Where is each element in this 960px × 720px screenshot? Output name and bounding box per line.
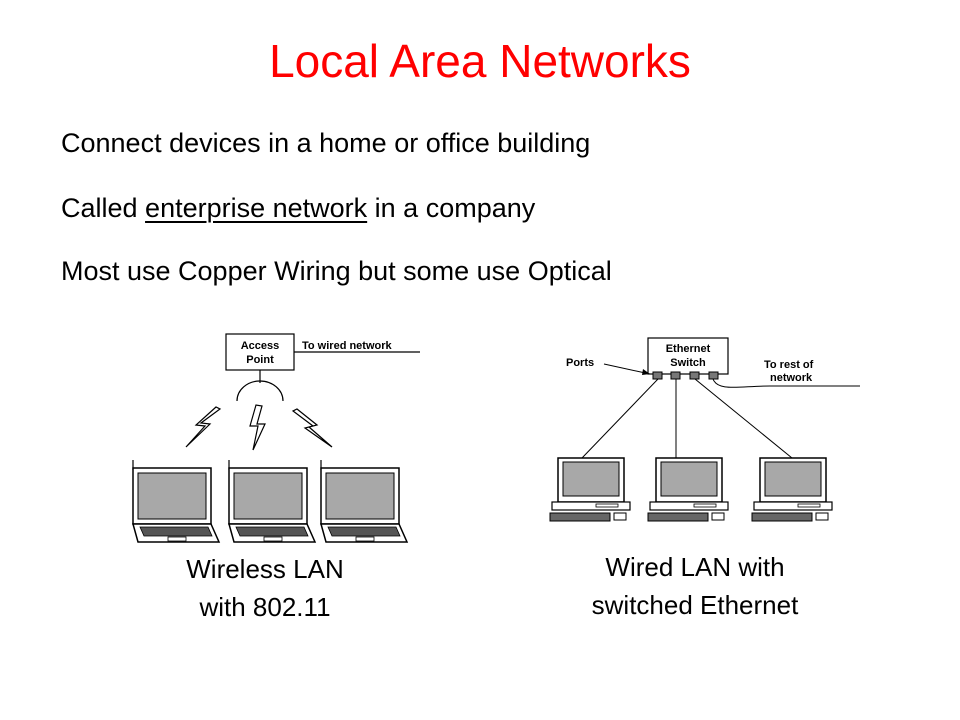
access-point-label-line2: Point xyxy=(246,354,274,366)
rest-of-network-label-line2: network xyxy=(770,372,813,384)
wired-caption-line2: switched Ethernet xyxy=(591,590,799,620)
ports-arrowhead xyxy=(642,369,650,375)
ethernet-switch-label-line2: Switch xyxy=(670,357,706,369)
switch-port xyxy=(689,371,700,380)
switch-port xyxy=(652,371,663,380)
ethernet-switch-label-line1: Ethernet xyxy=(666,343,711,355)
ethernet-cable xyxy=(694,378,793,459)
wireless-caption-line1: Wireless LAN xyxy=(186,554,344,584)
bullet-text-prefix: Called xyxy=(61,193,146,223)
wireless-lan-caption: Wireless LAN with 802.11 xyxy=(125,550,405,626)
ethernet-cable xyxy=(581,378,659,459)
enterprise-network-term: enterprise network xyxy=(145,193,368,223)
wireless-lan-diagram: Access Point To wired network xyxy=(132,333,420,543)
page-title: Local Area Networks xyxy=(269,35,691,87)
laptop-icon xyxy=(228,460,317,543)
access-point-box xyxy=(225,333,295,371)
switch-port xyxy=(708,371,719,380)
ports-label: Ports xyxy=(566,357,594,369)
wired-lan-caption: Wired LAN with switched Ethernet xyxy=(540,548,850,624)
rest-of-network-label-line1: To rest of xyxy=(764,359,814,371)
desktop-computer-icon xyxy=(549,457,631,522)
access-point-label-line1: Access xyxy=(241,340,280,352)
wireless-caption-line2: with 802.11 xyxy=(199,592,331,622)
wireless-signal-icon-center xyxy=(249,404,266,451)
wired-lan-diagram: Ethernet Switch Ports To rest of network xyxy=(549,337,860,522)
rest-of-network-cable xyxy=(712,378,860,388)
ethernet-switch-box xyxy=(647,337,729,375)
bullet-copper-optical: Most use Copper Wiring but some use Opti… xyxy=(61,256,612,286)
laptop-icon xyxy=(132,460,221,543)
bullet-connect-devices: Connect devices in a home or office buil… xyxy=(61,128,591,158)
desktop-computer-icon xyxy=(647,457,729,522)
ports-arrow xyxy=(603,363,651,375)
antenna-dome xyxy=(236,380,284,402)
wired-network-label: To wired network xyxy=(302,340,393,352)
switch-port xyxy=(670,371,681,380)
wireless-signal-icon-left xyxy=(185,406,222,448)
bullet-enterprise-network: Called enterprise network in a company xyxy=(61,193,535,224)
wireless-signal-icon-right xyxy=(291,408,333,448)
laptop-icon xyxy=(320,460,409,543)
wired-caption-line1: Wired LAN with xyxy=(605,552,785,582)
desktop-computer-icon xyxy=(751,457,833,522)
bullet-text-suffix: in a company xyxy=(367,193,536,223)
